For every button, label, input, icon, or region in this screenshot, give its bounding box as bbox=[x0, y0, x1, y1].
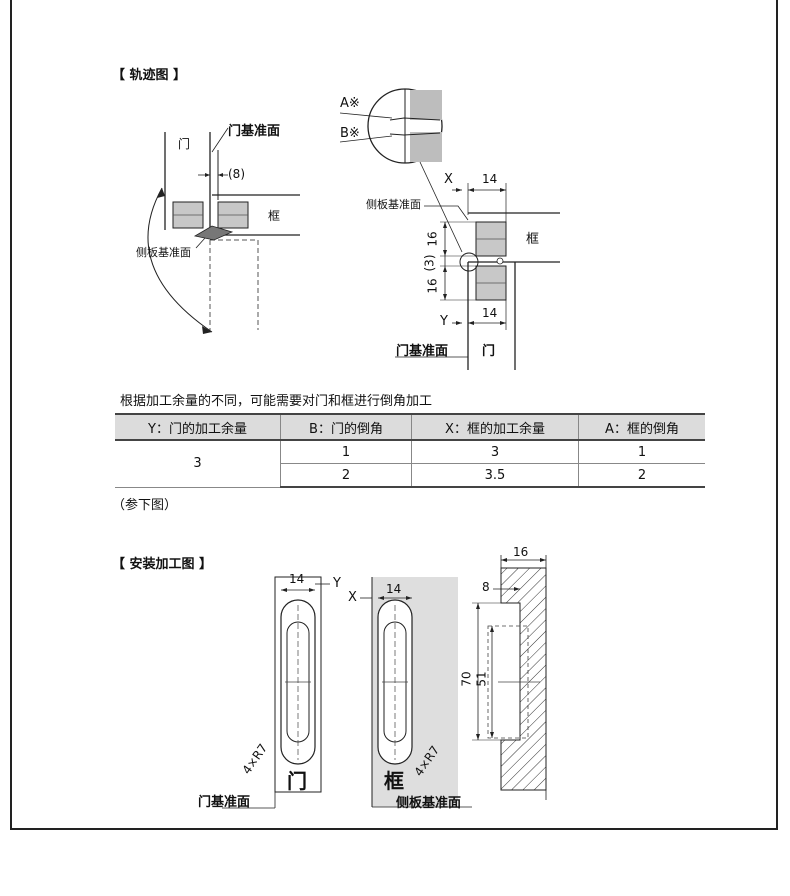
detail-dim-14-top: 14 bbox=[482, 172, 498, 186]
install-frame-dim-14: 14 bbox=[386, 582, 402, 596]
install-side-ref-label: 侧板基准面 bbox=[396, 796, 462, 811]
install-frame-x: X bbox=[348, 590, 357, 605]
install-title: 【 安装加工图 】 bbox=[112, 557, 213, 572]
table-cell: 3 bbox=[411, 440, 579, 464]
detail-x-label: X bbox=[444, 172, 453, 187]
table-cell: 1 bbox=[280, 440, 412, 464]
machining-note: 根据加工余量的不同，可能需要对门和框进行倒角加工 bbox=[120, 394, 433, 409]
machining-table: Y：门的加工余量 B：门的倒角 X：框的加工余量 A：框的倒角 3 1 3 1 … bbox=[115, 413, 705, 488]
detail-side-ref-label: 侧板基准面 bbox=[366, 198, 421, 211]
detail-dim-14-bot: 14 bbox=[482, 306, 498, 320]
traj-frame-label: 框 bbox=[268, 209, 281, 223]
drawing-frame bbox=[10, 0, 778, 830]
traj-side-ref-label: 侧板基准面 bbox=[136, 246, 191, 259]
install-door-ref-label: 门基准面 bbox=[198, 795, 251, 810]
traj-door-ref-label: 门基准面 bbox=[228, 124, 281, 139]
detail-door-label: 门 bbox=[482, 344, 496, 359]
section-dim-16: 16 bbox=[513, 545, 529, 559]
install-frame-char: 框 bbox=[384, 769, 404, 793]
table-cell-y: 3 bbox=[115, 440, 281, 488]
install-door-char: 门 bbox=[287, 769, 307, 793]
traj-dim-8: (8) bbox=[228, 167, 245, 181]
detail-b-mark: B※ bbox=[340, 126, 360, 141]
trajectory-title: 【 轨迹图 】 bbox=[112, 68, 187, 83]
see-below-note: （参下图） bbox=[112, 498, 178, 513]
detail-y-label: Y bbox=[440, 314, 448, 329]
detail-frame-label: 框 bbox=[526, 232, 540, 247]
section-dim-51: 51 bbox=[474, 671, 489, 687]
table-cell: 2 bbox=[280, 463, 412, 488]
table-row: 2 3.5 2 bbox=[115, 463, 705, 488]
table-cell: 1 bbox=[578, 440, 705, 464]
traj-door-label: 门 bbox=[178, 137, 191, 151]
section-dim-70: 70 bbox=[459, 671, 474, 687]
section-dim-8: 8 bbox=[482, 580, 490, 594]
table-header: B：门的倒角 bbox=[280, 413, 412, 441]
detail-door-ref-label: 门基准面 bbox=[396, 344, 449, 359]
table-cell: 3.5 bbox=[411, 463, 579, 488]
install-door-y: Y bbox=[333, 576, 341, 591]
install-door-dim-14: 14 bbox=[289, 572, 305, 586]
table-cell: 2 bbox=[578, 463, 705, 488]
table-row: 3 1 3 1 bbox=[115, 440, 705, 488]
table-header-row: Y：门的加工余量 B：门的倒角 X：框的加工余量 A：框的倒角 bbox=[115, 413, 705, 441]
table-header: X：框的加工余量 bbox=[411, 413, 579, 441]
table-header: A：框的倒角 bbox=[578, 413, 705, 441]
table-header: Y：门的加工余量 bbox=[115, 413, 281, 441]
detail-a-mark: A※ bbox=[340, 96, 360, 111]
